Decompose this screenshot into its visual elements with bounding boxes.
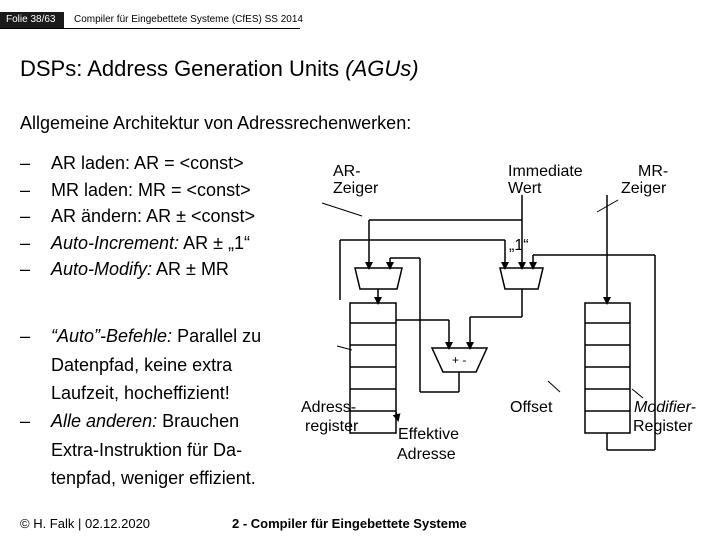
bullet-prefix: Auto-Modify: [51,259,153,279]
para-line: tenpfad, weniger effizient. [51,468,256,488]
para-text: Parallel zu [172,326,262,346]
footer-author-date: © H. Falk | 02.12.2020 [20,516,151,531]
para-line: Datenpfad, keine extra [51,354,233,375]
mr-pointer-label: MR- [638,163,668,180]
ar-pointer-line [321,202,363,217]
address-register-pointer-line [336,345,353,351]
mux-ar [354,267,403,290]
para-prefix: Alle anderen: [51,411,158,431]
modifier-register-pointer-line [631,388,644,399]
bullet-item: –MR laden: MR = <const> [20,177,255,204]
bullet-text: AR ± MR [152,259,229,279]
address-register-label: register [305,418,359,435]
adder-sign-label: + - [452,353,466,367]
para-line: Alle anderen: Brauchen [51,407,239,436]
modifier-register-label: Modifier- [634,399,696,416]
slide-title: DSPs: Address Generation Units (AGUs) [20,56,419,82]
para-prefix: “Auto”-Befehle: [51,326,173,346]
course-title: Compiler für Eingebettete Systeme (CfES)… [74,14,303,25]
para-line: Extra-Instruktion für Da- [51,439,243,460]
ar-pointer-label: AR- [333,163,361,180]
effective-address-label: Adresse [397,446,456,463]
slide-title-main: DSPs: Address Generation Units [20,56,346,81]
mr-pointer-label: Zeiger [621,180,667,197]
effective-address-label: Effektive [398,426,459,443]
bullet-text: AR ändern: AR ± <const> [51,206,255,226]
bullet-text: AR ± „1“ [179,232,250,253]
para-dash: – [20,326,31,346]
header-bar: Folie 38/63 Compiler für Eingebettete Sy… [0,12,720,28]
bullet-dash: – [20,153,31,173]
offset-label: Offset [510,399,553,416]
bullet-dash: – [20,232,31,253]
header-rule [0,28,300,29]
para-line: Laufzeit, hocheffizient! [51,383,230,403]
address-register-label: Adress- [301,399,356,416]
bullet-dash: – [20,179,31,200]
bullet-dash: – [20,206,31,226]
immediate-label: Immediate [508,163,583,180]
immediate-label: Wert [508,180,542,197]
one-label: „1“ [509,237,529,254]
bullet-item: –Auto-Increment: AR ± „1“ [20,230,255,257]
bullet-list: –AR laden: AR = <const> –MR laden: MR = … [20,150,255,283]
bullet-prefix: Auto-Increment: [51,232,180,253]
para-text: Brauchen [157,411,240,431]
mr-pointer-line [596,199,619,213]
slide-counter: Folie 38/63 [0,12,64,28]
slide-subtitle: Allgemeine Architektur von Adressrechenw… [20,113,412,133]
bullet-item: –AR ändern: AR ± <const> [20,203,255,230]
bullet-item: –AR laden: AR = <const> [20,150,255,177]
mux-offset [499,267,544,290]
offset-pointer-line [547,380,561,393]
slide-title-italic: (AGUs) [345,56,419,81]
bullet-text: AR laden: AR = <const> [51,153,244,173]
para-dash: – [20,411,31,431]
bullet-text: MR laden: MR = <const> [51,179,251,200]
footer-course: 2 - Compiler für Eingebettete Systeme [232,516,467,531]
para-line: “Auto”-Befehle: Parallel zu [51,322,261,351]
bullet-dash: – [20,259,31,279]
ar-pointer-label: Zeiger [333,180,379,197]
bullet-item: –Auto-Modify: AR ± MR [20,256,255,283]
address-register-file [349,302,397,434]
modifier-register-label: Register [633,418,693,435]
